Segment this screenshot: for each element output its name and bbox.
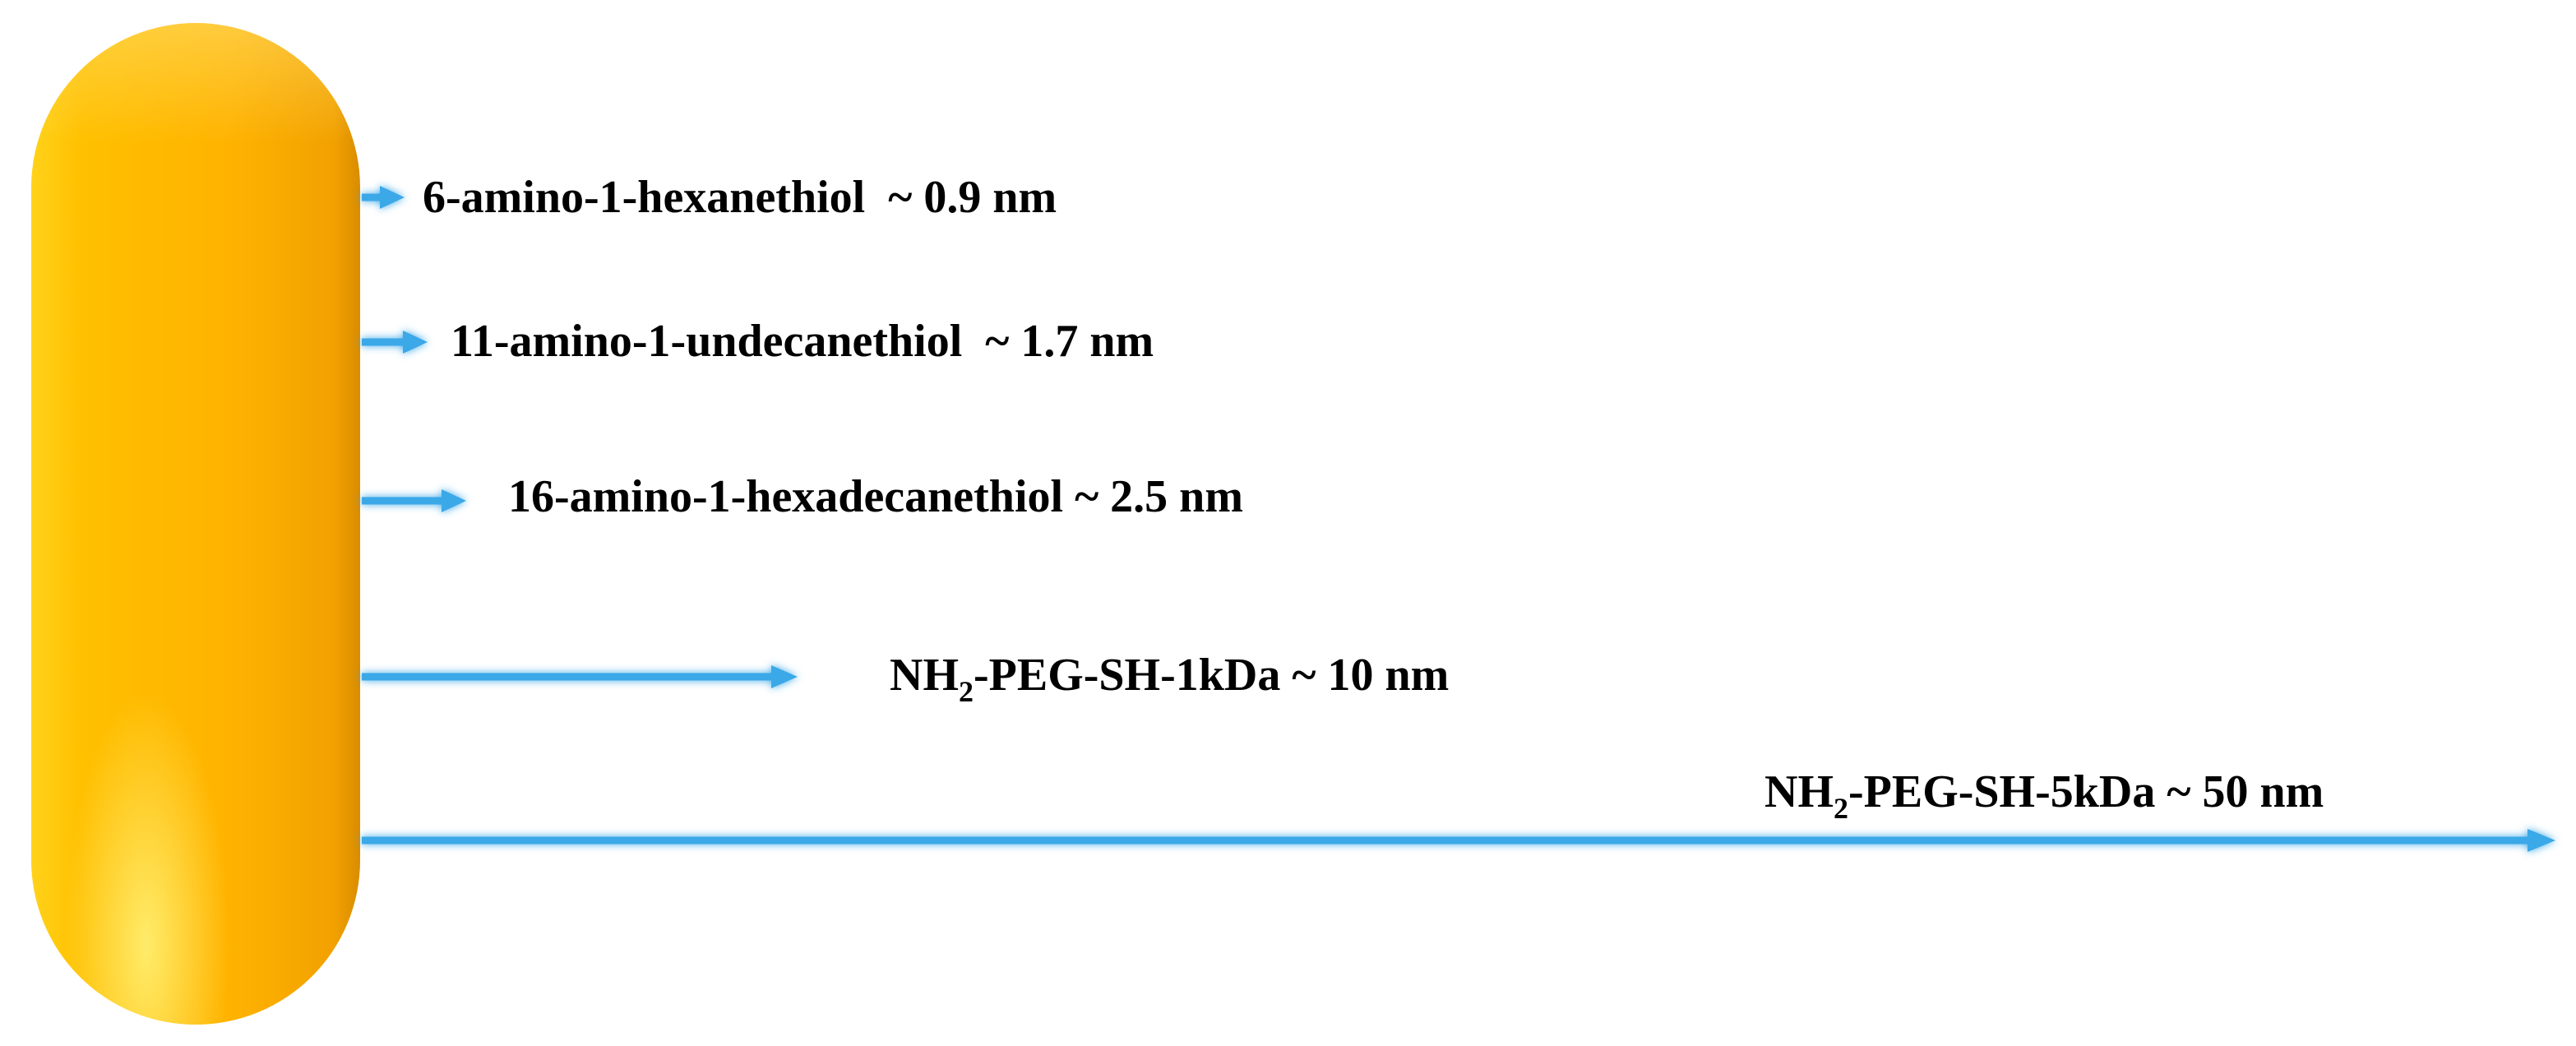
label-text: 6-amino-1-hexanethiol ~ 0.9 nm (423, 172, 1057, 223)
arrow-11-amino-1-undecanethiol (362, 331, 428, 354)
arrow-16-amino-1-hexadecanethiol (362, 489, 466, 512)
label-subscript: 2 (1834, 792, 1848, 825)
label-text: 16-amino-1-hexadecanethiol ~ 2.5 nm (508, 471, 1243, 522)
nanorod-bottom-shine (31, 23, 360, 1025)
label-text: -PEG-SH-5kDa ~ 50 nm (1848, 766, 2324, 817)
label-6-amino-1-hexanethiol: 6-amino-1-hexanethiol ~ 0.9 nm (423, 172, 1057, 223)
arrow-6-amino-1-hexanethiol (362, 186, 405, 209)
label-text: -PEG-SH-1kDa ~ 10 nm (974, 650, 1449, 701)
gold-nanorod (31, 23, 360, 1025)
label-11-amino-1-undecanethiol: 11-amino-1-undecanethiol ~ 1.7 nm (451, 316, 1154, 367)
ligand-arrows (362, 186, 2555, 852)
label-text: NH (1764, 766, 1834, 817)
label-nh2-peg-sh-1kda: NH2-PEG-SH-1kDa ~ 10 nm (890, 650, 1449, 708)
label-text: 11-amino-1-undecanethiol ~ 1.7 nm (451, 316, 1154, 367)
arrow-nh2-peg-sh-1kda (362, 665, 798, 688)
label-text: NH (890, 650, 959, 701)
label-16-amino-1-hexadecanethiol: 16-amino-1-hexadecanethiol ~ 2.5 nm (508, 471, 1243, 522)
label-subscript: 2 (959, 675, 974, 708)
label-nh2-peg-sh-5kda: NH2-PEG-SH-5kDa ~ 50 nm (1764, 766, 2324, 825)
arrow-nh2-peg-sh-5kda (362, 829, 2555, 852)
ligand-labels: 6-amino-1-hexanethiol ~ 0.9 nm 11-amino-… (423, 172, 2324, 825)
